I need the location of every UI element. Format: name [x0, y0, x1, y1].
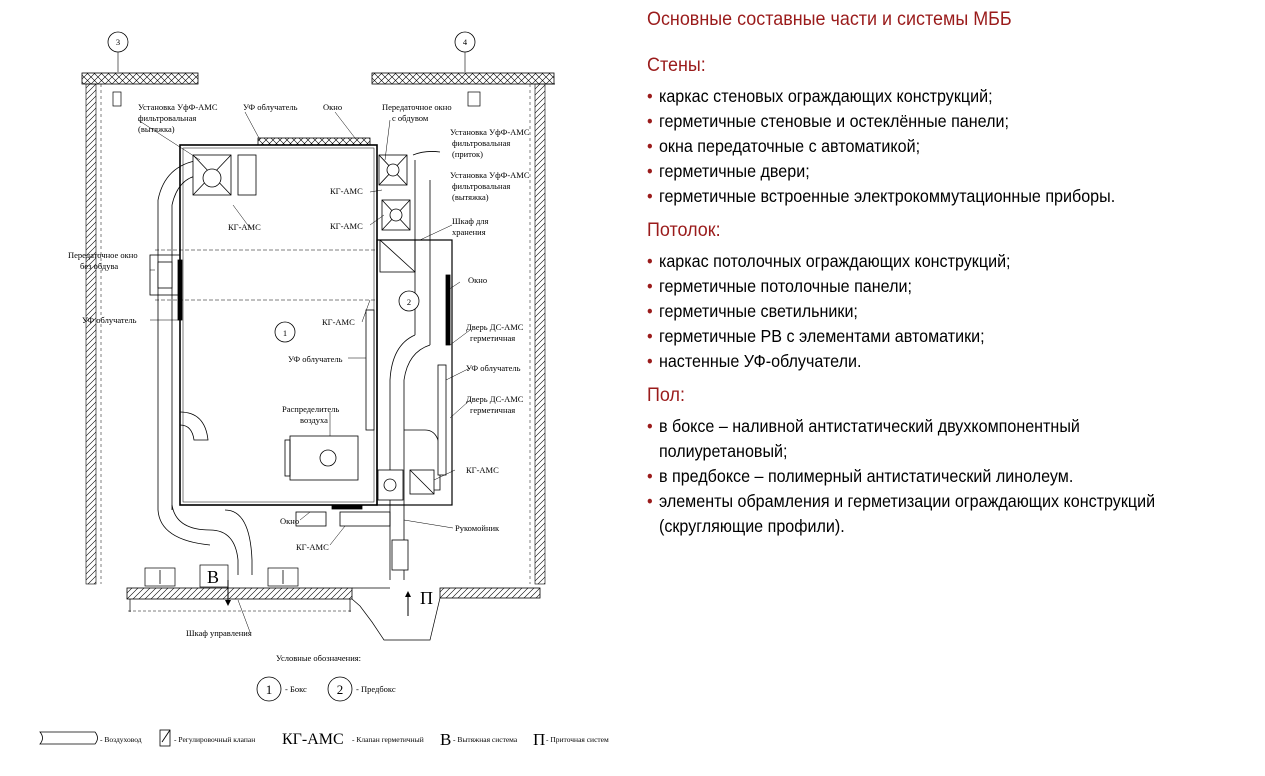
label-uv-right: УФ облучатель [466, 363, 521, 373]
list-item: герметичные потолочные панели; [647, 274, 1199, 299]
panel-title: Основные составные части и системы МББ [647, 8, 1012, 30]
svg-text:1: 1 [266, 682, 273, 697]
section-heading: Пол: [647, 384, 685, 406]
label-uv-left: УФ облучатель [82, 315, 137, 325]
legend-duct: - Воздуховод [100, 735, 142, 744]
label-kg-ams-3: КГ-АМС [228, 222, 261, 232]
legend-v: - Вытяжная система [453, 735, 518, 744]
legend: Условные обозначения: 1 - Бокс 2 - Предб… [39, 653, 609, 749]
bottom-wall [126, 587, 541, 641]
section-ceiling: Потолок: каркас потолочных ограждающих к… [647, 217, 1247, 374]
leader-lines [137, 111, 471, 633]
legend-v-symbol: В [440, 730, 451, 749]
svg-text:4: 4 [463, 37, 468, 47]
legend-box: - Бокс [285, 684, 307, 694]
axis-marker-4: 4 [454, 31, 476, 72]
legend-p: - Приточная систем [546, 735, 609, 744]
svg-text:2: 2 [337, 682, 344, 697]
section-heading: Потолок: [647, 219, 721, 241]
svg-text:2: 2 [407, 297, 411, 307]
label-uv-top: УФ облучатель [243, 102, 298, 112]
list-item: окна передаточные с автоматикой; [647, 134, 1199, 159]
equipment [149, 137, 451, 571]
svg-text:1: 1 [283, 328, 287, 338]
label-kg-ams-5: КГ-АМС [466, 465, 499, 475]
building-walls [81, 72, 555, 585]
svg-text:3: 3 [116, 37, 120, 47]
system-p-marker: П [405, 588, 433, 616]
ducts [157, 151, 441, 580]
label-control-cabinet: Шкаф управления [186, 628, 252, 638]
legend-p-symbol: П [533, 730, 545, 749]
list-item: каркас стеновых ограждающих конструкций; [647, 84, 1199, 109]
label-kg-ams-1: КГ-АМС [330, 186, 363, 196]
list-item: герметичные двери; [647, 159, 1199, 184]
room-marker-1: 1 [274, 321, 296, 343]
label-window-top: Окно [323, 102, 342, 112]
axis-marker-3: 3 [107, 31, 129, 72]
label-kg-ams-6: КГ-АМС [296, 542, 329, 552]
label-uv-center: УФ облучатель [288, 354, 343, 364]
svg-text:В: В [207, 567, 219, 587]
list-item: герметичные стеновые и остеклённые панел… [647, 109, 1199, 134]
floor-plan-diagram: 3 4 [39, 31, 609, 749]
system-v-marker: В [144, 564, 299, 606]
legend-kg: - Клапан герметичный [352, 735, 424, 744]
list-item: герметичные встроенные электрокоммутацио… [647, 184, 1199, 209]
list-item: в боксе – наливной антистатический двухк… [647, 414, 1211, 464]
list-item: герметичные светильники; [647, 299, 1199, 324]
label-kg-ams-4: КГ-АМС [322, 317, 355, 327]
legend-title: Условные обозначения: [276, 653, 361, 663]
legend-kg-symbol: КГ-АМС [282, 731, 344, 748]
section-floor: Пол: в боксе – наливной антистатический … [647, 382, 1247, 539]
section-heading: Стены: [647, 54, 706, 76]
label-washbasin: Рукомойник [455, 523, 500, 533]
legend-valve: - Регулировочный клапан [174, 735, 255, 744]
list-item: каркас потолочных ограждающих конструкци… [647, 249, 1199, 274]
list-item: герметичные РВ с элементами автоматики; [647, 324, 1199, 349]
room-marker-2: 2 [398, 290, 420, 312]
legend-duct-symbol [39, 731, 98, 745]
section-walls: Стены: каркас стеновых ограждающих конст… [647, 52, 1247, 209]
legend-prebox: - Предбокс [356, 684, 396, 694]
svg-text:П: П [420, 588, 433, 608]
label-window-bottom: Окно [280, 516, 299, 526]
list-item: настенные УФ-облучатели. [647, 349, 1199, 374]
list-item: в предбоксе – полимерный антистатический… [647, 464, 1199, 489]
label-window-right: Окно [468, 275, 487, 285]
list-item: элементы обрамления и герметизации ограж… [647, 489, 1211, 539]
label-kg-ams-2: КГ-АМС [330, 221, 363, 231]
description-panel: Основные составные части и системы МББ С… [647, 6, 1247, 547]
